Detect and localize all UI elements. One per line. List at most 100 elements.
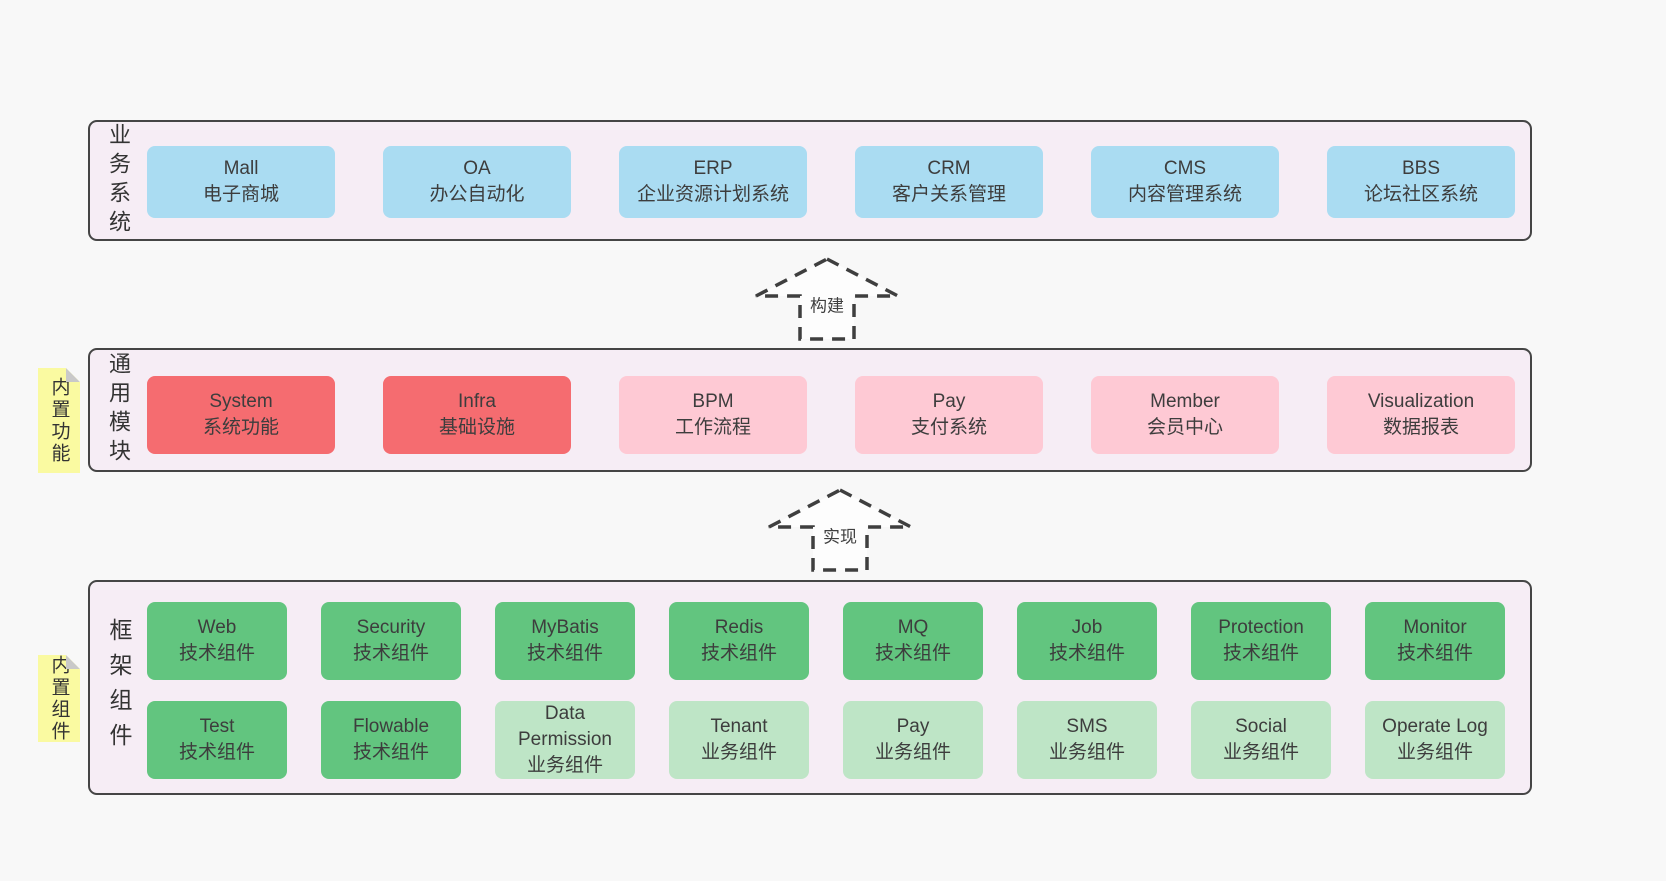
box-subtitle: 内容管理系统 [1127,184,1242,205]
box-crm: CRM 客户关系管理 [855,146,1043,218]
box-bbs: BBS 论坛社区系统 [1327,146,1515,218]
framework-biz-row: Test 技术组件 Flowable 技术组件 Data Permission … [147,701,1505,779]
box-member: Member 会员中心 [1091,376,1279,454]
box-subtitle: 系统功能 [202,417,279,438]
box-title: Visualization [1367,391,1475,412]
box-cms: CMS 内容管理系统 [1091,146,1279,218]
box-flowable: Flowable 技术组件 [321,701,461,779]
box-protection: Protection 技术组件 [1191,602,1331,680]
section-label: 框架组件 [106,617,132,758]
box-erp: ERP 企业资源计划系统 [619,146,807,218]
box-title: Web [197,617,237,638]
box-redis: Redis 技术组件 [669,602,809,680]
box-subtitle: 技术组件 [874,643,951,664]
box-test: Test 技术组件 [147,701,287,779]
note-text: 内置功能 [48,376,70,465]
box-title: Mall [223,158,259,179]
box-infra: Infra 基础设施 [383,376,571,454]
arrow-label: 构建 [805,289,849,319]
box-subtitle: 技术组件 [1048,643,1125,664]
box-monitor: Monitor 技术组件 [1365,602,1505,680]
box-title: Monitor [1403,617,1467,638]
box-subtitle: 办公自动化 [429,184,525,205]
box-visualization: Visualization 数据报表 [1327,376,1515,454]
box-mq: MQ 技术组件 [843,602,983,680]
box-title: Flowable [352,716,430,737]
section-framework-components: 框架组件 Web 技术组件 Security 技术组件 MyBatis 技术组件… [88,580,1532,795]
box-title: SMS [1066,716,1108,737]
box-subtitle: 电子商城 [202,184,279,205]
box-title: Pay [896,716,930,737]
arrow-implement: 实现 [765,487,915,573]
box-tenant: Tenant 业务组件 [669,701,809,779]
modules-box-row: System 系统功能 Infra 基础设施 BPM 工作流程 Pay 支付系统… [147,376,1515,454]
box-title: Test [199,716,235,737]
box-title: MyBatis [531,617,599,638]
box-title: MQ [897,617,929,638]
box-pay-biz: Pay 业务组件 [843,701,983,779]
box-title: CRM [927,158,971,179]
box-subtitle: 业务组件 [1396,742,1473,763]
box-title: Redis [714,617,764,638]
section-label: 业务系统 [106,122,131,239]
sticky-note-built-in-components: 内置组件 [38,655,80,742]
box-subtitle: 业务组件 [700,742,777,763]
note-text: 内置组件 [48,654,70,743]
box-title: Pay [932,391,966,412]
box-mybatis: MyBatis 技术组件 [495,602,635,680]
box-subtitle: 客户关系管理 [891,184,1006,205]
sticky-note-built-in-features: 内置功能 [38,368,80,473]
box-subtitle: 技术组件 [1222,643,1299,664]
box-mall: Mall 电子商城 [147,146,335,218]
box-subtitle: 会员中心 [1146,417,1223,438]
box-social: Social 业务组件 [1191,701,1331,779]
section-business-systems: 业务系统 Mall 电子商城 OA 办公自动化 ERP 企业资源计划系统 CRM… [88,120,1532,241]
box-title: OA [463,158,491,179]
box-subtitle: 论坛社区系统 [1363,184,1478,205]
box-subtitle: 技术组件 [526,643,603,664]
box-title: BPM [692,391,734,412]
box-job: Job 技术组件 [1017,602,1157,680]
box-title: Job [1071,617,1103,638]
box-subtitle: 业务组件 [874,742,951,763]
business-box-row: Mall 电子商城 OA 办公自动化 ERP 企业资源计划系统 CRM 客户关系… [147,146,1515,218]
box-subtitle: 支付系统 [910,417,987,438]
box-web: Web 技术组件 [147,602,287,680]
box-subtitle: 业务组件 [1048,742,1125,763]
box-bpm: BPM 工作流程 [619,376,807,454]
box-title: Operate Log [1382,716,1488,737]
box-sms: SMS 业务组件 [1017,701,1157,779]
note-fold-icon [66,655,80,669]
box-subtitle: 数据报表 [1382,417,1459,438]
arrow-label: 实现 [818,520,862,550]
box-title: Security [356,617,426,638]
box-oa: OA 办公自动化 [383,146,571,218]
box-subtitle: 企业资源计划系统 [636,184,789,205]
box-data-permission: Data Permission 业务组件 [495,701,635,779]
box-subtitle: 基础设施 [438,417,515,438]
box-title: ERP [693,158,733,179]
box-title: CMS [1163,158,1207,179]
box-title: Member [1150,391,1220,412]
box-title: Data Permission [518,703,612,750]
box-title: BBS [1401,158,1441,179]
box-title: System [209,391,273,412]
box-security: Security 技术组件 [321,602,461,680]
box-subtitle: 业务组件 [1222,742,1299,763]
section-common-modules: 通用模块 System 系统功能 Infra 基础设施 BPM 工作流程 Pay… [88,348,1532,472]
box-subtitle: 技术组件 [178,742,255,763]
box-subtitle: 业务组件 [526,755,603,776]
note-fold-icon [66,368,80,382]
box-subtitle: 技术组件 [352,643,429,664]
box-title: Infra [457,391,497,412]
box-subtitle: 技术组件 [700,643,777,664]
box-operate-log: Operate Log 业务组件 [1365,701,1505,779]
box-pay: Pay 支付系统 [855,376,1043,454]
box-title: Protection [1218,617,1304,638]
section-label: 通用模块 [106,352,131,468]
box-system: System 系统功能 [147,376,335,454]
box-title: Tenant [710,716,768,737]
box-subtitle: 技术组件 [352,742,429,763]
box-subtitle: 工作流程 [674,417,751,438]
